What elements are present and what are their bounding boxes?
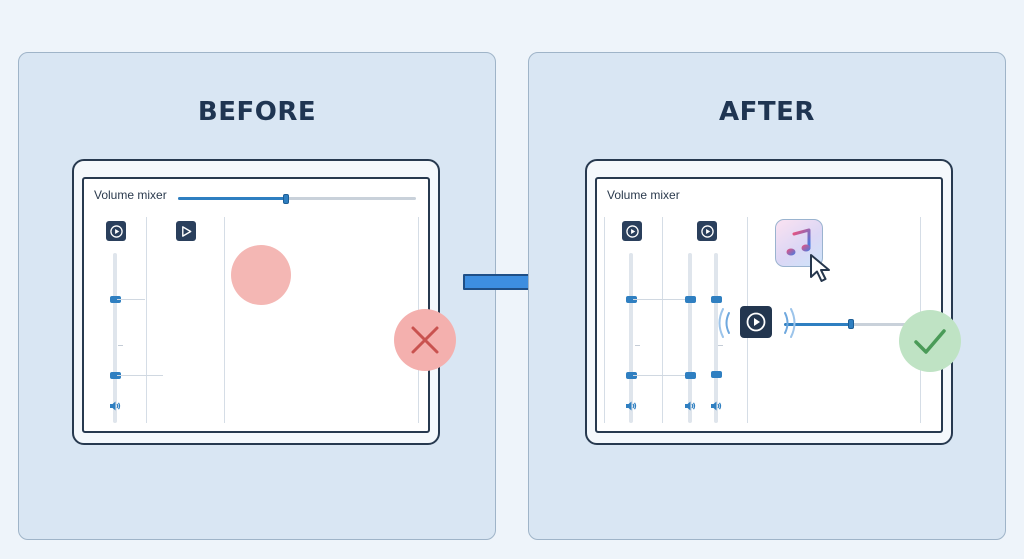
after-channel-3-slider-track[interactable] [714, 253, 718, 423]
play-circle-icon [109, 224, 123, 238]
play-arrow-icon [181, 225, 191, 237]
after-column-divider-1 [604, 217, 605, 423]
mouse-pointer-icon [810, 254, 830, 282]
before-channel-1-tick [118, 345, 123, 346]
after-window-title: Volume mixer [607, 188, 680, 202]
speaker-icon [711, 401, 722, 411]
before-channel-1-slider-track[interactable] [113, 253, 117, 423]
before-master-slider-track[interactable] [178, 197, 416, 200]
before-channel-1-slider-thumb-low[interactable] [110, 372, 121, 379]
play-circle-icon [700, 224, 714, 238]
music-note-icon [786, 228, 811, 256]
before-column-divider-1 [146, 217, 147, 423]
speaker-icon [110, 401, 121, 411]
checkmark-icon [899, 310, 961, 372]
before-channel-1-slider-thumb[interactable] [110, 296, 121, 303]
after-device-frame: Volume mixer [585, 159, 953, 445]
before-column-divider-2 [224, 217, 225, 423]
before-channel-1-low-line [117, 375, 163, 376]
after-playing-slider-thumb[interactable] [848, 319, 854, 329]
after-channel-2-app-icon[interactable] [697, 221, 717, 241]
after-panel: AFTER Volume mixer [528, 52, 1006, 540]
x-mark-icon [394, 309, 456, 371]
sound-wave-icon [718, 308, 796, 338]
after-volume-mixer-window: Volume mixer [595, 177, 943, 433]
play-circle-icon [746, 312, 766, 332]
after-channel-2-slider-thumb-low[interactable] [685, 372, 696, 379]
after-channel-1-tick [635, 345, 640, 346]
before-master-slider-fill [178, 197, 286, 200]
failed-drop-target [231, 245, 291, 305]
before-window-title: Volume mixer [94, 188, 167, 202]
after-channel-1-level-line [633, 299, 687, 300]
after-channel-2-slider-thumb[interactable] [685, 296, 696, 303]
after-playing-app-icon[interactable] [740, 306, 772, 338]
after-channel-3-slider-thumb-low[interactable] [711, 371, 722, 378]
after-channel-3-slider-thumb[interactable] [711, 296, 722, 303]
after-channel-3-tick [718, 345, 723, 346]
after-channel-1-slider-thumb[interactable] [626, 296, 637, 303]
before-panel: BEFORE Volume mixer [18, 52, 496, 540]
speaker-icon [685, 401, 696, 411]
after-title: AFTER [719, 97, 815, 127]
before-device-frame: Volume mixer [72, 159, 440, 445]
after-channel-1-app-icon[interactable] [622, 221, 642, 241]
before-master-slider-thumb[interactable] [283, 194, 289, 204]
after-channel-1-slider-track[interactable] [629, 253, 633, 423]
play-circle-icon [625, 224, 639, 238]
after-playing-slider-track[interactable] [850, 323, 920, 326]
after-channel-1-low-line [633, 375, 687, 376]
before-volume-mixer-window: Volume mixer [82, 177, 430, 433]
after-playing-slider-fill [784, 323, 850, 326]
before-channel-2-app-icon[interactable] [176, 221, 196, 241]
after-channel-2-slider-track[interactable] [688, 253, 692, 423]
after-column-divider-2 [662, 217, 663, 423]
before-channel-1-level-line [117, 299, 145, 300]
before-title: BEFORE [197, 97, 317, 127]
speaker-icon [626, 401, 637, 411]
before-channel-1-app-icon[interactable] [106, 221, 126, 241]
after-channel-1-slider-thumb-low[interactable] [626, 372, 637, 379]
